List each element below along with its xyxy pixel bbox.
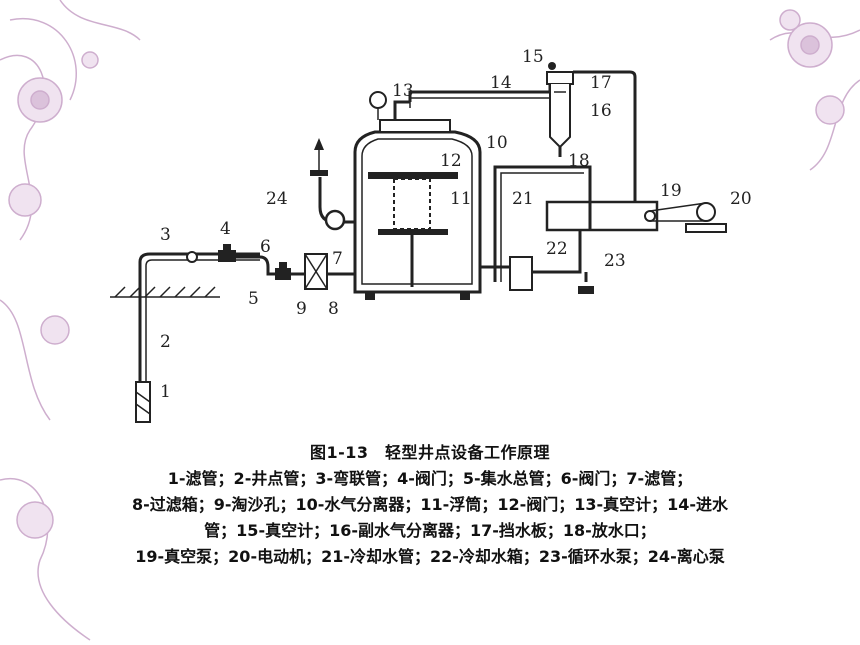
label-17: 17: [590, 73, 612, 93]
label-14: 14: [490, 73, 512, 93]
label-5: 5: [248, 289, 259, 309]
label-12: 12: [440, 151, 462, 171]
label-22: 22: [546, 239, 568, 259]
label-18: 18: [568, 151, 590, 171]
label-2: 2: [160, 332, 171, 352]
label-4: 4: [220, 219, 231, 239]
legend-line-2: 8-过滤箱；9-淘沙孔；10-水气分离器；11-浮筒；12-阀门；13-真空计；…: [131, 495, 729, 514]
well-point-schematic: 1 2 3 4 5 6 7 8 9 10 11 12 13 14 15 16 1…: [110, 47, 752, 423]
caption-title: 图1-13 轻型井点设备工作原理: [309, 443, 551, 462]
legend-line-4: 19-真空泵；20-电动机；21-冷却水管；22-冷却水箱；23-循环水泵；24…: [135, 547, 725, 566]
label-19: 19: [660, 181, 682, 201]
label-9: 9: [296, 299, 307, 319]
label-20: 20: [730, 189, 752, 209]
label-15: 15: [522, 47, 544, 67]
legend-line-1: 1-滤管；2-井点管；3-弯联管；4-阀门；5-集水总管；6-阀门；7-滤管；: [167, 469, 693, 488]
diagram-panel: 1 2 3 4 5 6 7 8 9 10 11 12 13 14 15 16 1…: [110, 42, 775, 427]
label-23: 23: [604, 251, 626, 271]
legend-line-3: 管；15-真空计；16-副水气分离器；17-挡水板；18-放水口；: [204, 521, 656, 540]
label-10: 10: [486, 133, 508, 153]
label-11: 11: [450, 189, 472, 209]
label-1: 1: [160, 382, 171, 402]
label-21: 21: [512, 189, 534, 209]
label-6: 6: [260, 237, 271, 257]
label-24: 24: [266, 189, 288, 209]
label-8: 8: [328, 299, 339, 319]
label-13: 13: [392, 81, 414, 101]
label-7: 7: [332, 249, 343, 269]
label-3: 3: [160, 225, 171, 245]
figure-caption: 图1-13 轻型井点设备工作原理 1-滤管；2-井点管；3-弯联管；4-阀门；5…: [40, 440, 820, 570]
label-16: 16: [590, 101, 612, 121]
